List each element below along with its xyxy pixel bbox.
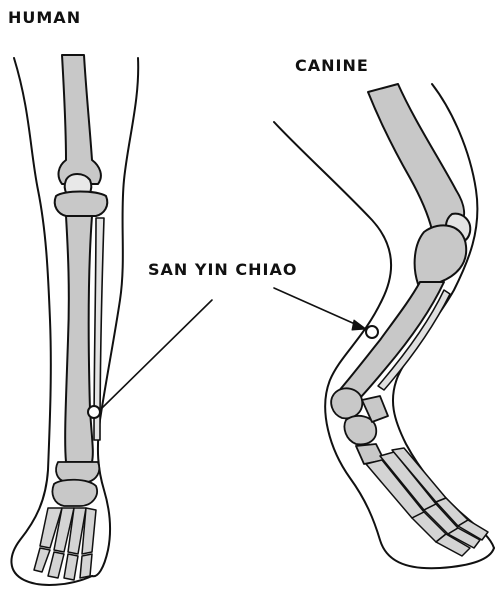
canine-leader-arrowhead: [352, 320, 366, 330]
human-tibia-head: [55, 192, 108, 217]
human-acupoint-marker: [88, 406, 100, 418]
canine-tarsal-bones: [331, 388, 388, 464]
human-label: HUMAN: [8, 8, 81, 27]
acupoint-label: SAN YIN CHIAO: [148, 260, 297, 279]
human-femur: [59, 55, 101, 184]
canine-acupoint-marker: [366, 326, 378, 338]
canine-femur: [368, 84, 464, 230]
canine-leader-line: [274, 288, 364, 328]
human-tibia: [65, 216, 93, 462]
canine-label: CANINE: [295, 56, 369, 75]
human-leader-line: [102, 300, 212, 408]
human-ankle-bones: [52, 462, 99, 506]
canine-tibia-head: [415, 225, 467, 284]
canine-leg: [274, 84, 494, 568]
human-foot-bones: [34, 508, 96, 580]
human-leg: [11, 55, 212, 585]
